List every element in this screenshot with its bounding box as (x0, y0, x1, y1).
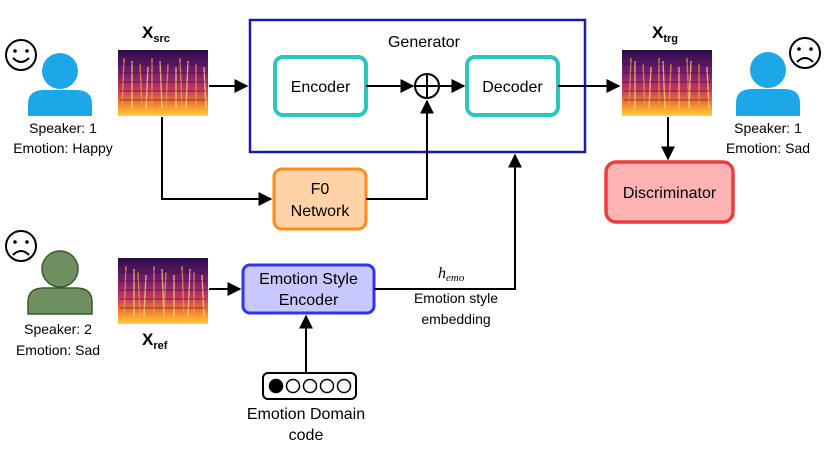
x-src-label: Xsrc (142, 23, 170, 45)
domain-code-line2: code (289, 427, 324, 444)
discriminator-box (604, 160, 735, 224)
sad-face-icon (789, 37, 821, 69)
h-emo-caption-line1: Emotion style (414, 290, 498, 306)
emotion-encoder-line2: Encoder (279, 292, 339, 309)
domain-code-dot (302, 378, 318, 394)
speaker-trg-avatar (736, 52, 800, 116)
encoder-label: Encoder (291, 79, 351, 96)
speaker-trg-line1: Speaker: 1 (734, 120, 802, 136)
emotion-encoder-line1: Emotion Style (259, 271, 358, 288)
smiley-face-icon (5, 39, 37, 71)
f0-label-line2: Network (291, 203, 351, 220)
connectors (161, 79, 675, 372)
h-emo-symbol: hemo (438, 265, 465, 284)
x-trg-label: Xtrg (652, 23, 678, 45)
speaker-src-line1: Speaker: 1 (29, 120, 97, 136)
discriminator-label: Discriminator (623, 185, 717, 202)
h-emo-caption-line2: embedding (421, 311, 490, 327)
sad-face-icon (5, 230, 37, 262)
spectrogram-ref (118, 258, 208, 324)
generator-title: Generator (388, 34, 461, 51)
f0-network-box (272, 167, 368, 231)
domain-code-dot (336, 378, 352, 394)
domain-code-dot (319, 378, 335, 394)
domain-code-dots (268, 378, 352, 394)
spectrogram-trg (622, 50, 712, 116)
spectrogram-src (118, 50, 208, 116)
speaker-src-line2: Emotion: Happy (13, 140, 113, 156)
domain-code-dot (285, 378, 301, 394)
speaker-ref-line1: Speaker: 2 (24, 321, 92, 337)
sum-node (414, 73, 440, 99)
speaker-ref-avatar (27, 250, 93, 315)
speaker-src-avatar (28, 53, 92, 116)
speaker-ref-line2: Emotion: Sad (16, 342, 100, 358)
domain-code-line1: Emotion Domain (247, 406, 365, 423)
x-ref-label: Xref (142, 330, 168, 352)
f0-label-line1: F0 (311, 181, 330, 198)
domain-code-dot (268, 378, 284, 394)
speaker-trg-line2: Emotion: Sad (726, 140, 810, 156)
decoder-label: Decoder (482, 79, 543, 96)
